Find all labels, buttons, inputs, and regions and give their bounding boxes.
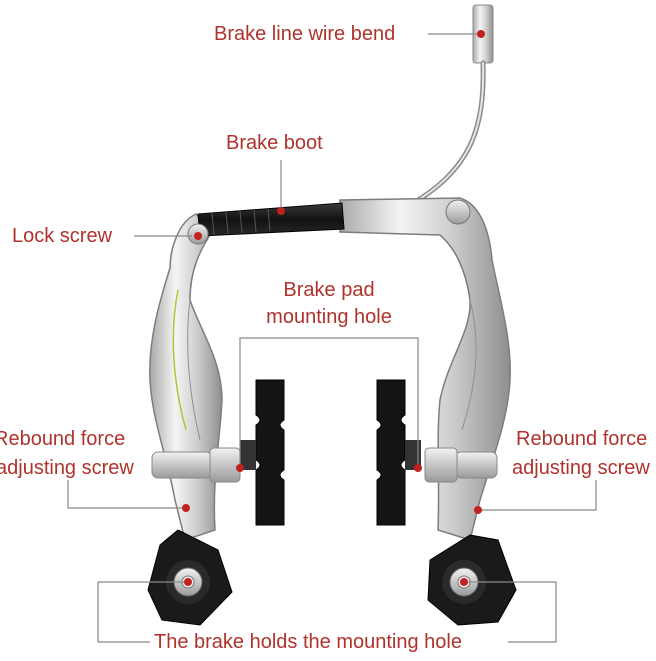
- marker-pad-right: [414, 464, 422, 472]
- label-rebound-left-2: adjusting screw: [0, 457, 134, 479]
- leader-pad-hole: [239, 337, 419, 468]
- right-brake-arm: [339, 197, 511, 541]
- marker-mount-left: [184, 578, 192, 586]
- leader-mount-right: [464, 581, 557, 643]
- leader-mount-left: [97, 581, 188, 643]
- marker-dots: [182, 30, 485, 586]
- label-wire-bend: Brake line wire bend: [214, 23, 396, 45]
- marker-lock-screw: [194, 232, 202, 240]
- right-brake-pad: [376, 379, 421, 526]
- label-brake-boot: Brake boot: [226, 132, 323, 154]
- right-mounting-boss: [427, 534, 517, 626]
- label-mount-hole: The brake holds the mounting hole: [154, 631, 462, 653]
- leader-rebound-left: [67, 480, 186, 509]
- left-brake-arm: [149, 213, 223, 541]
- marker-rebound-right: [474, 506, 482, 514]
- marker-rebound-left: [182, 504, 190, 512]
- leader-rebound-right: [478, 480, 597, 511]
- label-lock-screw: Lock screw: [12, 225, 113, 247]
- right-rebound-screw: [424, 447, 498, 483]
- leader-lines: [67, 33, 597, 643]
- left-brake-pad: [240, 379, 285, 526]
- marker-pad-left: [236, 464, 244, 472]
- label-pad-hole-1: Brake pad: [283, 279, 375, 301]
- left-rebound-screw: [151, 447, 241, 483]
- label-rebound-right-1: Rebound force: [516, 428, 648, 450]
- left-mounting-boss: [147, 529, 233, 626]
- label-rebound-right-2: adjusting screw: [512, 457, 650, 479]
- label-rebound-left-1: Rebound force: [0, 428, 126, 450]
- marker-mount-right: [460, 578, 468, 586]
- marker-wire-bend: [477, 30, 485, 38]
- marker-boot: [277, 207, 285, 215]
- brake-boot: [197, 202, 345, 237]
- label-pad-hole-2: mounting hole: [266, 306, 392, 328]
